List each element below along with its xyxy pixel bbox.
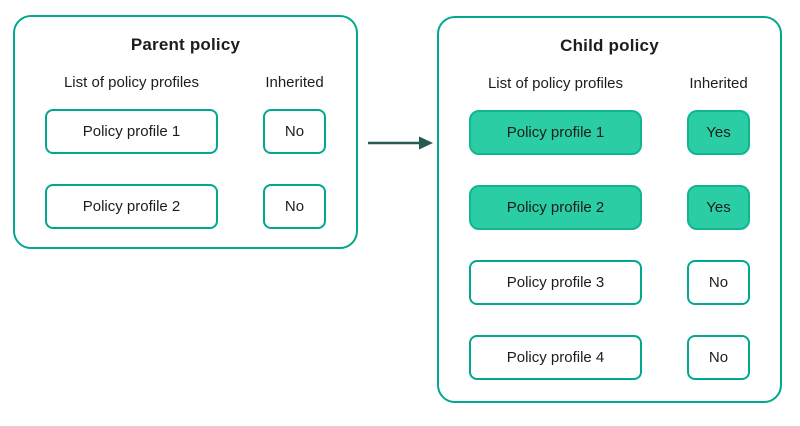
inherited-badge: No bbox=[687, 260, 750, 305]
policy-profile-row: Policy profile 4 No bbox=[439, 335, 780, 380]
inherited-badge: No bbox=[263, 109, 326, 154]
inherited-badge: No bbox=[263, 184, 326, 229]
panel-title: Child policy bbox=[560, 36, 659, 55]
policy-profile-row: Policy profile 1 Yes bbox=[439, 110, 780, 155]
inherited-badge: Yes bbox=[687, 110, 750, 155]
policy-profile-box: Policy profile 1 bbox=[45, 109, 218, 154]
policy-profile-box: Policy profile 1 bbox=[469, 110, 642, 155]
panel-title: Parent policy bbox=[130, 35, 241, 54]
policy-profile-box: Policy profile 2 bbox=[469, 185, 642, 230]
policy-profile-row: Policy profile 1 No bbox=[15, 109, 356, 154]
policy-profile-row: Policy profile 2 No bbox=[15, 184, 356, 229]
policy-profile-box: Policy profile 4 bbox=[469, 335, 642, 380]
policy-profile-row: Policy profile 2 Yes bbox=[439, 185, 780, 230]
inherited-badge: Yes bbox=[687, 185, 750, 230]
column-header-profiles: List of policy profiles bbox=[487, 75, 624, 92]
inheritance-arrow-icon bbox=[368, 136, 433, 150]
inherited-badge: No bbox=[687, 335, 750, 380]
child-policy-panel: Child policy List of policy profiles Inh… bbox=[437, 16, 782, 403]
column-header-profiles: List of policy profiles bbox=[63, 74, 200, 91]
policy-profile-row: Policy profile 3 No bbox=[439, 260, 780, 305]
policy-profile-box: Policy profile 2 bbox=[45, 184, 218, 229]
parent-policy-panel: Parent policy List of policy profiles In… bbox=[13, 15, 358, 249]
column-header-inherited: Inherited bbox=[689, 75, 748, 92]
column-header-inherited: Inherited bbox=[265, 74, 324, 91]
policy-profile-box: Policy profile 3 bbox=[469, 260, 642, 305]
